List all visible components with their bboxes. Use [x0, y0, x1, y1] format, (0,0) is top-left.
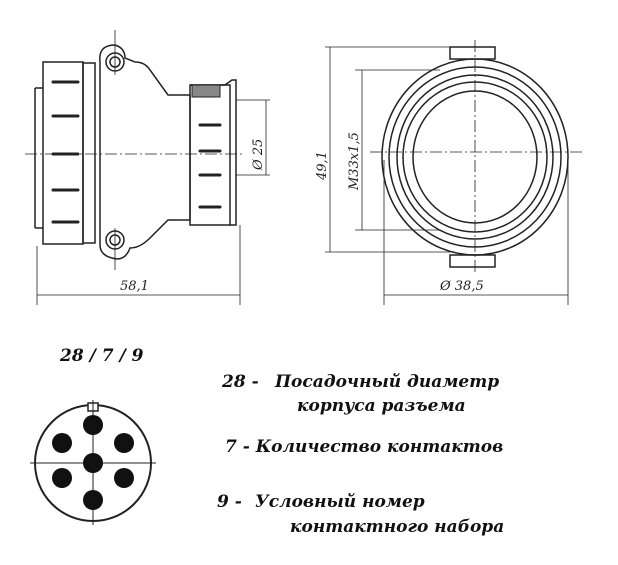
connector-code: 28 / 7 / 9: [60, 346, 144, 366]
outer-diameter-dimension: Ø 38,5: [439, 279, 484, 294]
side-view: [25, 30, 270, 305]
legend-28-text-a: Посадочный диаметр: [275, 372, 500, 392]
legend-9-text-a: Условный номер: [255, 492, 425, 512]
thread-dimension: M33x1,5: [347, 132, 362, 191]
rear-diameter-dimension: Ø 25: [251, 139, 266, 171]
legend-28-text-b: корпуса разъема: [297, 396, 466, 416]
height-dimension: 49,1: [315, 151, 330, 181]
legend-7: 7 - Количество контактов: [225, 437, 504, 457]
legend-28-number: 28 -: [222, 372, 259, 392]
legend-9-text-b: контактного набора: [290, 517, 505, 537]
legend-9-number: 9 -: [217, 492, 242, 512]
front-view: [325, 40, 585, 305]
pin-layout: [30, 400, 156, 525]
length-dimension: 58,1: [120, 279, 149, 294]
